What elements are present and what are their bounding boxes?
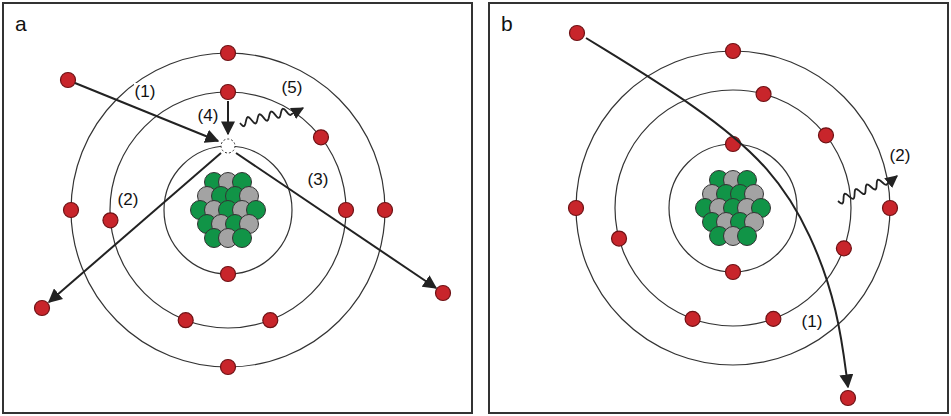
electron	[612, 231, 627, 246]
scattered-electron-path	[49, 153, 221, 302]
ejected-electron-path	[236, 153, 436, 288]
callout-number: (2)	[117, 191, 140, 210]
callout-number: (4)	[197, 107, 220, 126]
panel: b	[488, 2, 949, 414]
electron	[263, 313, 278, 328]
electron	[103, 213, 118, 228]
electron-shell	[669, 144, 797, 272]
photon-wave	[240, 108, 303, 126]
nucleus	[191, 173, 266, 248]
electron-shell	[576, 51, 890, 365]
panel-letter: a	[4, 4, 27, 34]
electron-shell	[164, 146, 292, 274]
electron	[221, 46, 236, 61]
electron	[64, 203, 79, 218]
electron	[685, 311, 700, 326]
callout-number: (2)	[889, 147, 912, 166]
photon-wave	[838, 176, 897, 204]
electron	[339, 203, 354, 218]
callout-number: (5)	[281, 79, 304, 98]
panel-letter: b	[490, 4, 513, 34]
electron	[436, 286, 451, 301]
electron	[35, 301, 50, 316]
electron-shell	[71, 53, 385, 367]
electron	[221, 360, 236, 375]
electron	[61, 73, 76, 88]
electron	[841, 391, 856, 406]
callout-number: (3)	[307, 171, 330, 190]
electron-trajectory	[586, 38, 848, 387]
callout-number: (1)	[134, 83, 157, 102]
electron	[756, 87, 771, 102]
electron	[378, 203, 393, 218]
electron-transition	[227, 101, 229, 134]
electron	[766, 311, 781, 326]
proton	[233, 229, 252, 248]
electron	[178, 313, 193, 328]
electron	[726, 137, 741, 152]
electron	[883, 201, 898, 216]
electron	[818, 128, 833, 143]
electron	[569, 201, 584, 216]
nucleus	[696, 171, 771, 246]
electron	[726, 265, 741, 280]
callout-number: (1)	[801, 313, 824, 332]
vacancy	[221, 139, 235, 153]
atom-a	[35, 46, 451, 375]
electron	[221, 267, 236, 282]
electron	[221, 85, 236, 100]
atom-b	[569, 26, 898, 406]
electron-shell	[615, 90, 851, 326]
electron	[726, 44, 741, 59]
electron	[570, 26, 585, 41]
electron	[313, 130, 328, 145]
electron	[836, 241, 851, 256]
electron-shell	[110, 92, 346, 328]
proton	[738, 227, 757, 246]
panel: a	[2, 2, 473, 414]
